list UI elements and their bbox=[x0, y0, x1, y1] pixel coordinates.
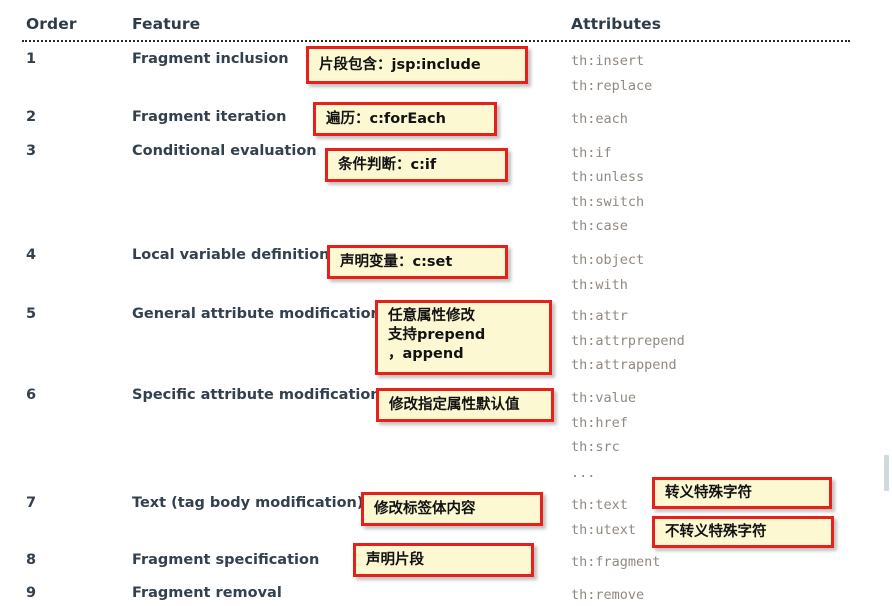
table-row-attribute-6-1: th:href bbox=[571, 415, 628, 431]
table-row-attribute-2-0: th:each bbox=[571, 111, 628, 127]
table-row-attribute-6-2: th:src bbox=[571, 439, 620, 455]
table-row-order-7: 7 bbox=[26, 495, 37, 511]
table-row-order-4: 4 bbox=[26, 247, 37, 263]
callout-local-variable: 声明变量：c:set bbox=[327, 245, 508, 279]
table-row-feature-6: Specific attribute modification bbox=[132, 387, 381, 403]
table-row-attribute-4-1: th:with bbox=[571, 277, 628, 293]
table-row-attribute-3-3: th:case bbox=[571, 218, 628, 234]
table-row-feature-7: Text (tag body modification) bbox=[132, 495, 364, 511]
table-row-feature-5: General attribute modification bbox=[132, 306, 381, 322]
table-row-order-5: 5 bbox=[26, 306, 37, 322]
table-row-attribute-8-0: th:fragment bbox=[571, 554, 661, 570]
callout-fragment-iteration: 遍历：c:forEach bbox=[313, 102, 497, 136]
callout-fragment-specification: 声明片段 bbox=[353, 543, 534, 577]
callout-general-attribute: 任意属性修改 支持prepend ，append bbox=[375, 300, 552, 375]
callout-tag-body: 修改标签体内容 bbox=[361, 492, 543, 526]
table-row-order-2: 2 bbox=[26, 109, 37, 125]
table-row-attribute-1-1: th:replace bbox=[571, 78, 653, 94]
table-row-feature-9: Fragment removal bbox=[132, 585, 282, 601]
table-row-attribute-3-2: th:switch bbox=[571, 194, 645, 210]
table-row-order-9: 9 bbox=[26, 585, 37, 601]
table-row-feature-4: Local variable definition bbox=[132, 247, 330, 263]
table-row-order-6: 6 bbox=[26, 387, 37, 403]
scrollbar-thumb[interactable] bbox=[884, 455, 889, 491]
table-row-attribute-5-1: th:attrprepend bbox=[571, 333, 685, 349]
table-row-attribute-6-3: ... bbox=[571, 465, 596, 481]
table-row-feature-2: Fragment iteration bbox=[132, 109, 287, 125]
callout-specific-attribute: 修改指定属性默认值 bbox=[376, 388, 554, 422]
callout-escaped-text: 转义特殊字符 bbox=[652, 477, 832, 509]
table-row-attribute-7-1: th:utext bbox=[571, 522, 637, 538]
table-row-attribute-9-0: th:remove bbox=[571, 587, 645, 603]
table-row-order-1: 1 bbox=[26, 51, 37, 67]
table-row-attribute-1-0: th:insert bbox=[571, 53, 645, 69]
table-row-attribute-3-0: th:if bbox=[571, 145, 612, 161]
table-row-attribute-4-0: th:object bbox=[571, 252, 645, 268]
callout-fragment-inclusion: 片段包含：jsp:include bbox=[306, 46, 528, 84]
table-row-attribute-7-0: th:text bbox=[571, 497, 628, 513]
table-row-feature-3: Conditional evaluation bbox=[132, 143, 317, 159]
table-row-attribute-6-0: th:value bbox=[571, 390, 637, 406]
table-row-feature-8: Fragment specification bbox=[132, 552, 320, 568]
callout-unescaped-text: 不转义特殊字符 bbox=[652, 516, 834, 548]
column-header-attributes: Attributes bbox=[571, 15, 662, 33]
table-row-order-8: 8 bbox=[26, 552, 37, 568]
callout-conditional-evaluation: 条件判断：c:if bbox=[325, 148, 508, 182]
table-row-attribute-5-0: th:attr bbox=[571, 308, 628, 324]
column-header-feature: Feature bbox=[132, 15, 201, 33]
table-row-attribute-5-2: th:attrappend bbox=[571, 357, 677, 373]
header-divider bbox=[22, 40, 850, 42]
table-row-attribute-3-1: th:unless bbox=[571, 169, 645, 185]
column-header-order: Order bbox=[26, 15, 77, 33]
table-row-order-3: 3 bbox=[26, 143, 37, 159]
table-row-feature-1: Fragment inclusion bbox=[132, 51, 289, 67]
